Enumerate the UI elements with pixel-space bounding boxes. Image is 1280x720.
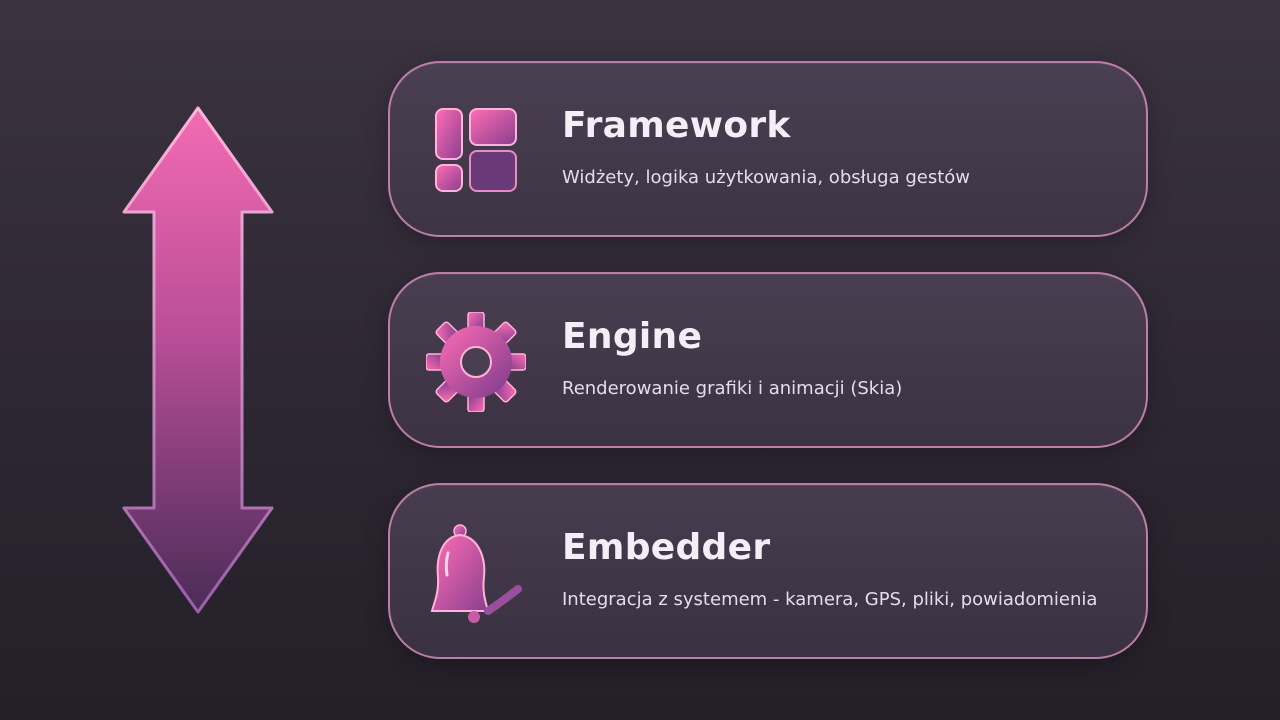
gear-icon	[426, 312, 526, 412]
layer-description: Renderowanie grafiki i animacji (Skia)	[562, 378, 903, 399]
double-arrow-icon	[120, 104, 276, 616]
bell-icon	[426, 523, 526, 623]
layer-card-embedder: Embedder Integracja z systemem - kamera,…	[388, 483, 1148, 659]
widget-grid-icon	[426, 101, 526, 201]
layer-title: Embedder	[562, 527, 771, 568]
layer-card-framework: Framework Widżety, logika użytkowania, o…	[388, 61, 1148, 237]
layer-title: Framework	[562, 105, 791, 146]
layer-description: Widżety, logika użytkowania, obsługa ges…	[562, 167, 970, 188]
layer-card-engine: Engine Renderowanie grafiki i animacji (…	[388, 272, 1148, 448]
layer-description: Integracja z systemem - kamera, GPS, pli…	[562, 589, 1098, 610]
layer-title: Engine	[562, 316, 703, 357]
